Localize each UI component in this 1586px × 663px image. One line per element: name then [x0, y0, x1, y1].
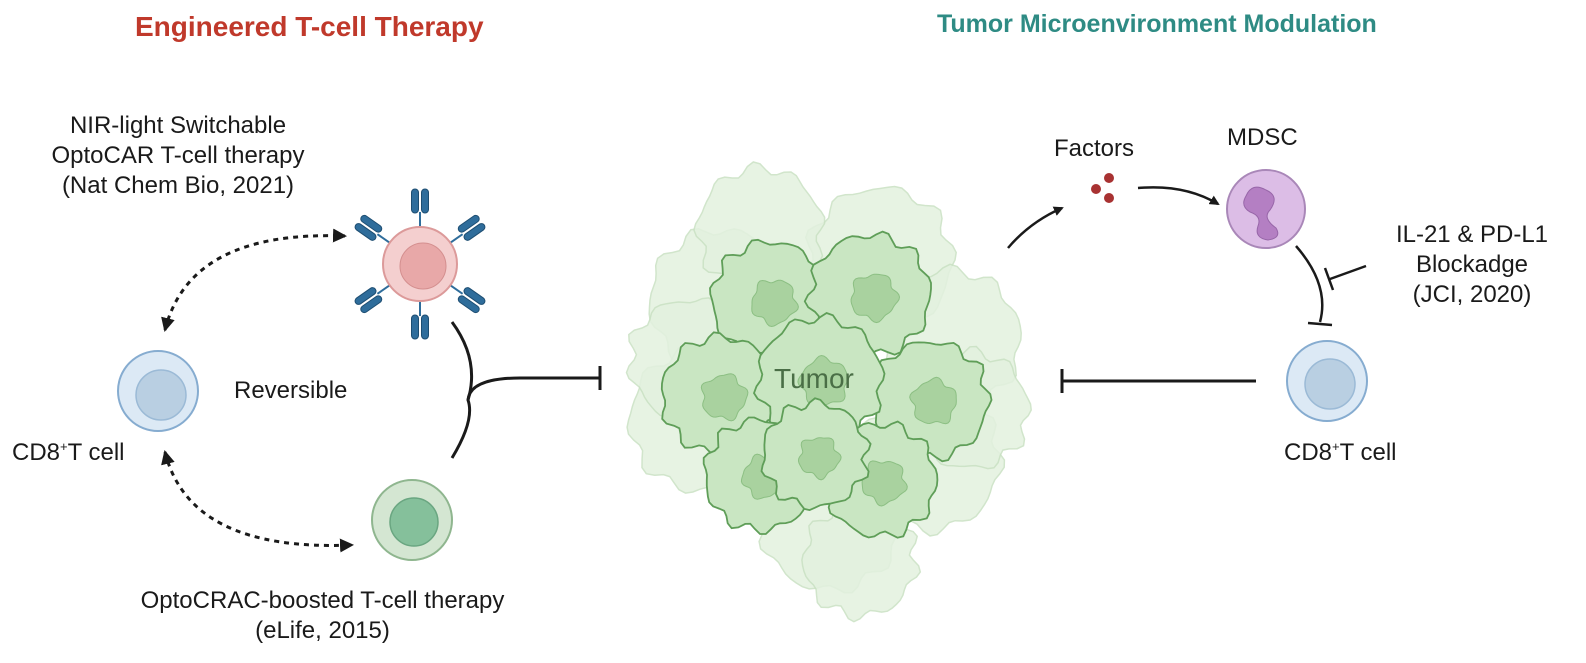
cd8-t-cell-right — [1286, 340, 1368, 422]
il21-inhibit-line — [1329, 264, 1367, 281]
receptor-stem — [448, 283, 464, 295]
factors-to-mdsc-arrow — [1137, 186, 1220, 206]
cd8-left-suffix: T cell — [67, 439, 125, 466]
cd8-left-prefix: CD8 — [12, 439, 61, 466]
receptor-stem — [448, 233, 464, 245]
optocar-t-cell — [354, 188, 486, 340]
tumor-nucleus — [861, 460, 908, 507]
optocrac-merge-curve — [450, 376, 600, 459]
mdsc-inhibit-bar — [1307, 321, 1333, 327]
optocrac-line2: (eLife, 2015) — [255, 617, 390, 644]
receptor-stem — [376, 283, 392, 295]
tumor-nucleus — [797, 437, 842, 481]
mdsc-label: MDSC — [1227, 124, 1298, 151]
cd8-t-cell-left — [117, 350, 199, 432]
optocar-merge-curve — [450, 321, 474, 401]
reversible-arrow-top — [161, 228, 347, 332]
cd8-right-prefix: CD8 — [1284, 439, 1333, 466]
il21-line3: (JCI, 2020) — [1412, 281, 1532, 308]
cd8-left-label: CD8+T cell — [12, 438, 125, 468]
reversible-arrow-bottom — [161, 450, 354, 553]
optocrac-t-cell — [371, 479, 453, 561]
right-title: Tumor Microenvironment Modulation — [937, 10, 1377, 38]
factors-label: Factors — [1054, 135, 1135, 162]
receptor-head — [411, 188, 429, 214]
il21-line1: IL-21 & PD-L1 — [1395, 221, 1549, 248]
receptor-head — [457, 287, 486, 314]
cd8-right-suffix: T cell — [1339, 439, 1397, 466]
tumor-nucleus — [850, 273, 901, 324]
optocar-line3: (Nat Chem Bio, 2021) — [61, 172, 295, 199]
tumor-cluster — [625, 161, 1032, 623]
left-title: Engineered T-cell Therapy — [135, 11, 484, 42]
optocrac-label: OptoCRAC-boosted T-cell therapy (eLife, … — [100, 586, 545, 646]
optocrac-line1: OptoCRAC-boosted T-cell therapy — [140, 587, 505, 614]
receptor-stem — [376, 233, 392, 245]
tumor-to-factors-arrow — [1007, 206, 1064, 249]
optocar-label: NIR-light Switchable OptoCAR T-cell ther… — [28, 111, 328, 201]
cd8-right-label: CD8+T cell — [1284, 438, 1397, 468]
optocar-line1: NIR-light Switchable — [69, 112, 287, 139]
mdsc-cell — [1226, 169, 1306, 249]
il21-line2: Blockadge — [1415, 251, 1529, 278]
receptor-head — [411, 314, 429, 340]
il21-label: IL-21 & PD-L1 Blockadge (JCI, 2020) — [1372, 220, 1572, 310]
cd8-right-sup: + — [1332, 439, 1340, 454]
tumor-nucleus — [751, 279, 799, 328]
il21-inhibit-bar — [1323, 267, 1335, 291]
mdsc-inhibit-line — [1295, 245, 1324, 323]
tumor-nucleus — [797, 354, 849, 406]
car-receptors — [354, 188, 486, 340]
reversible-label: Reversible — [234, 377, 348, 404]
receptor-head — [354, 287, 383, 314]
tumor-nucleus — [909, 376, 957, 425]
cd8-left-sup: + — [60, 439, 68, 454]
tumor-nucleus — [700, 373, 749, 422]
receptor-head — [457, 214, 486, 241]
receptor-head — [354, 214, 383, 241]
tumor-label: Tumor — [774, 363, 854, 394]
optocar-line2: OptoCAR T-cell therapy — [51, 142, 305, 169]
factors-dots — [1091, 173, 1114, 203]
